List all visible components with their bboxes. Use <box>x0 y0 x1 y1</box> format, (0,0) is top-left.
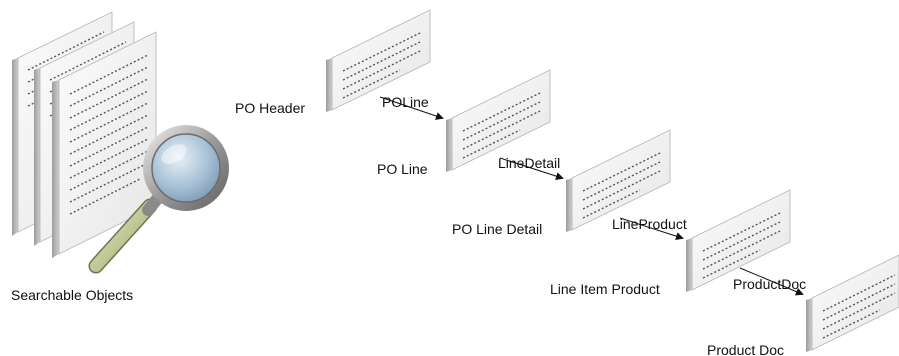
link-productdoc: ProductDoc <box>733 267 806 296</box>
link-label-lineproduct: LineProduct <box>612 216 687 232</box>
searchable-objects-label: Searchable Objects <box>11 287 133 303</box>
document-stack-icon <box>12 11 157 258</box>
object-label-po-header: PO Header <box>235 100 305 116</box>
link-label-poline: POLine <box>382 94 429 110</box>
object-panel-po-line-detail <box>566 129 671 232</box>
object-label-po-line-detail: PO Line Detail <box>452 221 542 237</box>
object-label-po-line: PO Line <box>377 161 428 177</box>
link-label-linedetail: LineDetail <box>498 155 560 171</box>
link-arrow <box>379 96 444 120</box>
link-arrow <box>619 217 684 240</box>
link-arrow <box>499 157 564 180</box>
object-label-product-doc: Product Doc <box>707 342 784 356</box>
object-panel-po-header <box>326 9 431 112</box>
link-lineproduct: LineProduct <box>612 216 687 240</box>
link-label-productdoc: ProductDoc <box>733 276 806 292</box>
link-linedetail: LineDetail <box>498 155 564 180</box>
link-arrow <box>739 267 804 296</box>
object-panel-po-line <box>446 69 551 172</box>
link-poline: POLine <box>379 94 444 120</box>
object-label-line-item-product: Line Item Product <box>550 281 660 297</box>
object-panel-line-item-product <box>686 189 791 292</box>
magnifying-glass-icon <box>88 125 229 274</box>
object-panel-product-doc <box>806 254 899 352</box>
